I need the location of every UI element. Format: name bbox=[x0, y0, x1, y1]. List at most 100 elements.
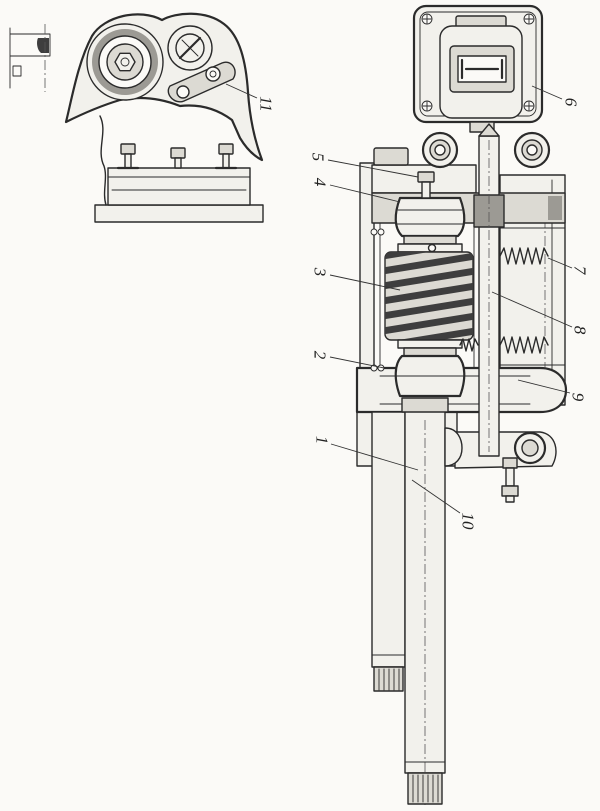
worm-oil-hole bbox=[427, 243, 437, 253]
worm-thread bbox=[385, 327, 473, 340]
inset-bracket-edge bbox=[99, 115, 107, 206]
mark-upper-b bbox=[377, 228, 385, 236]
inset-bolt-right bbox=[214, 143, 238, 170]
callout-11: 11 bbox=[257, 96, 276, 112]
bolt-nut bbox=[218, 143, 234, 155]
screw-top-left-cross bbox=[422, 14, 432, 24]
callout-1: 1 bbox=[313, 436, 332, 445]
fitting-tip bbox=[505, 495, 515, 503]
leader-7 bbox=[547, 257, 573, 269]
screw-bottom-left-cross bbox=[422, 101, 432, 111]
worm-thread bbox=[385, 282, 473, 305]
mark-upper-a bbox=[370, 228, 378, 236]
pivot-inner bbox=[175, 33, 205, 63]
leader-2 bbox=[329, 356, 385, 369]
inset-pivot bbox=[167, 25, 213, 71]
worm-top-barrel bbox=[394, 196, 466, 238]
section-hatched-part bbox=[37, 38, 49, 53]
bolt-nut bbox=[170, 147, 186, 159]
inset-housing-body bbox=[107, 167, 251, 206]
valve-corner-screws bbox=[421, 13, 535, 112]
worm-thread bbox=[385, 312, 473, 335]
link-plate-nut-center bbox=[209, 70, 217, 78]
bolt-center bbox=[434, 144, 446, 156]
leader-10 bbox=[411, 479, 461, 514]
callout-3: 3 bbox=[311, 267, 330, 277]
valve-spool bbox=[460, 58, 504, 80]
bolt-center bbox=[521, 439, 539, 457]
springs bbox=[459, 247, 549, 354]
housing-top-boss bbox=[373, 147, 409, 166]
bolt-stud bbox=[174, 157, 182, 169]
spring-lower bbox=[499, 336, 549, 354]
worm-top-nut bbox=[417, 171, 435, 183]
screw-top-right-cross bbox=[524, 14, 534, 24]
screw-bottom-right-cross bbox=[524, 101, 534, 111]
bolt-nut bbox=[120, 143, 136, 155]
inset-bearing bbox=[86, 23, 164, 101]
worm bbox=[384, 171, 474, 398]
inset-bolt-left bbox=[116, 143, 140, 170]
callout-6: 6 bbox=[562, 98, 581, 107]
shaft-10 bbox=[401, 397, 463, 805]
leader-9 bbox=[517, 379, 571, 394]
callout-7: 7 bbox=[571, 266, 590, 276]
worm-thread bbox=[385, 252, 473, 260]
callout-5: 5 bbox=[309, 153, 328, 162]
grease-fitting bbox=[501, 457, 519, 503]
valve-rod-tip bbox=[478, 123, 500, 137]
worm-top-stud bbox=[421, 181, 431, 199]
callout-10: 10 bbox=[459, 513, 478, 531]
inset-link-plate bbox=[167, 61, 236, 103]
bolt-center bbox=[526, 144, 538, 156]
worm-lower-ring-2 bbox=[403, 347, 457, 357]
worm-thread bbox=[385, 297, 473, 320]
callout-2: 2 bbox=[311, 351, 330, 360]
leader-8 bbox=[491, 291, 573, 328]
callout-4: 4 bbox=[311, 178, 330, 187]
bearing-center bbox=[120, 57, 130, 67]
shaft-10-side-boss bbox=[444, 427, 463, 467]
pivot-mark bbox=[181, 39, 199, 57]
flange-bolt-left bbox=[421, 131, 459, 169]
worm-top-barrel-lines bbox=[396, 209, 464, 225]
spring-upper bbox=[499, 247, 549, 265]
flange-bolt-right bbox=[513, 131, 551, 169]
bolt-stud bbox=[124, 153, 132, 169]
section-small-square bbox=[12, 65, 22, 77]
shaft-1-spline-teeth bbox=[378, 668, 400, 691]
inset-housing-seam bbox=[107, 176, 251, 191]
fasteners bbox=[370, 131, 551, 503]
valve-rod bbox=[473, 123, 505, 457]
shaft-10-collar bbox=[401, 397, 449, 413]
shaft-1 bbox=[371, 411, 406, 692]
base-bolt bbox=[513, 431, 547, 465]
inset-base-plate bbox=[94, 204, 264, 223]
leader-5 bbox=[327, 159, 419, 178]
inset-bolt-middle bbox=[170, 147, 186, 169]
link-plate-nut bbox=[205, 66, 221, 82]
callout-9: 9 bbox=[569, 393, 588, 402]
fitting-stem bbox=[505, 467, 515, 487]
worm-threads bbox=[385, 252, 473, 340]
leader-1 bbox=[330, 443, 419, 471]
section-outline bbox=[9, 27, 51, 89]
shaft-1-body bbox=[371, 411, 406, 668]
worm-lower-ring-1 bbox=[397, 339, 463, 349]
fitting-hex bbox=[501, 485, 519, 497]
control-valve-box bbox=[412, 4, 544, 133]
worm-upper-ring-1 bbox=[403, 235, 457, 245]
leader-4 bbox=[329, 184, 401, 203]
housing-top-plate-end bbox=[548, 196, 562, 220]
shaft-10-spline-teeth bbox=[412, 774, 439, 803]
leader-6 bbox=[531, 85, 563, 100]
leader-3 bbox=[329, 274, 401, 291]
worm-thread bbox=[385, 267, 473, 290]
spring-small bbox=[459, 338, 479, 352]
callouts: 1 2 3 4 5 6 7 8 9 10 11 bbox=[225, 83, 590, 531]
worm-thread bbox=[385, 252, 473, 275]
link-plate-hole bbox=[176, 85, 190, 99]
bearing-hex-nut bbox=[114, 52, 136, 72]
housing-marks bbox=[370, 228, 385, 372]
